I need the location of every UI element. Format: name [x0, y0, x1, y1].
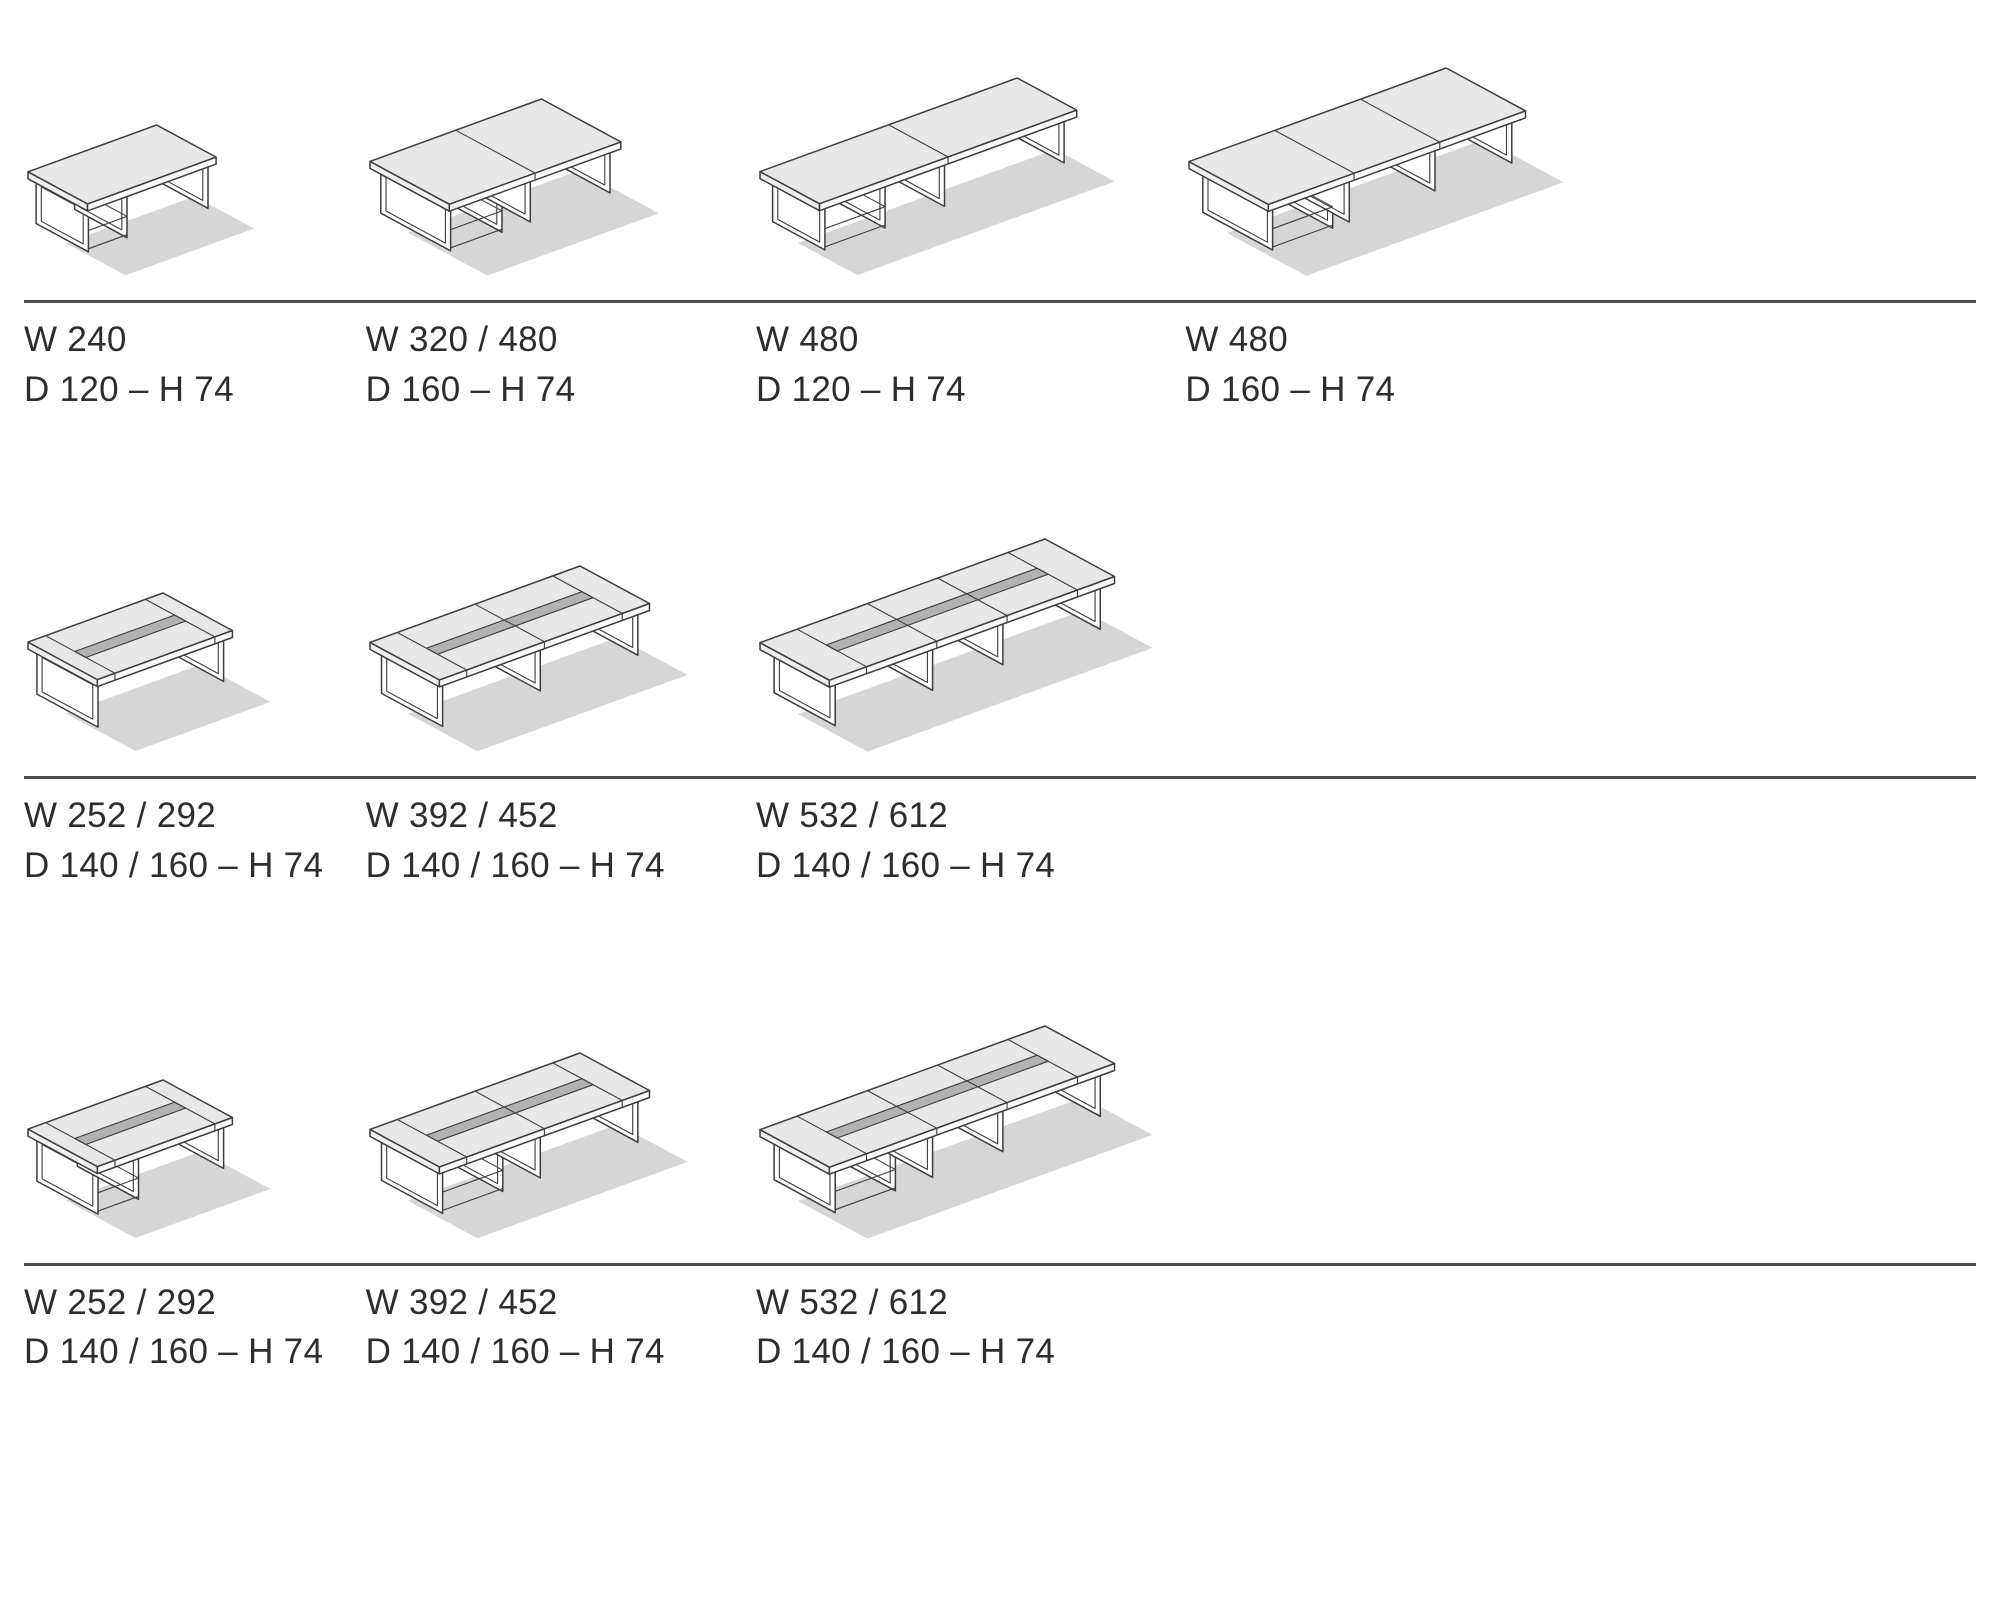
- table-isometric-drawing: [759, 538, 1153, 752]
- dimension-width: W 480: [755, 320, 859, 359]
- dimension-width: W 240: [24, 320, 127, 359]
- dimension-label: W 532 / 612 D 140 / 160 – H 74: [756, 1278, 1976, 1377]
- dimension-depth-height: D 160 – H 74: [365, 369, 576, 409]
- dimension-label: W 320 / 480 D 160 – H 74: [366, 315, 756, 414]
- product-cell: [756, 1021, 1976, 1247]
- table-isometric-drawing: [27, 124, 255, 276]
- divider-rule: [24, 1262, 1976, 1266]
- dimension-depth-height: D 120 – H 74: [755, 369, 966, 409]
- dimension-width: W 392 / 452: [365, 796, 558, 836]
- dimension-label: W 532 / 612 D 140 / 160 – H 74: [756, 791, 1976, 890]
- dimension-depth-height: D 160 – H 74: [1185, 369, 1396, 409]
- row-1-labels: W 240 D 120 – H 74 W 320 / 480 D 160 – H…: [24, 303, 1976, 414]
- row-2-figures: [24, 468, 1976, 776]
- dimension-width: W 532 / 612: [755, 1282, 949, 1322]
- row-1-figures: [24, 8, 1976, 300]
- dimension-label: W 252 / 292 D 140 / 160 – H 74: [24, 1278, 366, 1377]
- product-cell: [756, 73, 1185, 284]
- dimension-depth-height: D 140 / 160 – H 74: [365, 1332, 665, 1372]
- dimension-width: W 392 / 452: [365, 1282, 558, 1322]
- table-isometric-drawing: [27, 1079, 271, 1238]
- dimension-depth-height: D 140 / 160 – H 74: [24, 1332, 324, 1372]
- table-isometric-drawing: [1188, 67, 1564, 276]
- dimension-depth-height: D 140 / 160 – H 74: [365, 846, 665, 886]
- product-cell: [24, 1075, 366, 1247]
- product-row-1: W 240 D 120 – H 74 W 320 / 480 D 160 – H…: [24, 8, 1976, 414]
- spec-sheet: W 240 D 120 – H 74 W 320 / 480 D 160 – H…: [24, 8, 1976, 1377]
- dimension-label: W 392 / 452 D 140 / 160 – H 74: [366, 1278, 756, 1377]
- dimension-label: W 252 / 292 D 140 / 160 – H 74: [24, 791, 366, 890]
- dimension-label: W 392 / 452 D 140 / 160 – H 74: [366, 791, 756, 890]
- dimension-width: W 532 / 612: [755, 796, 949, 836]
- dimension-depth-height: D 140 / 160 – H 74: [24, 846, 324, 886]
- table-isometric-drawing: [368, 1052, 688, 1239]
- table-isometric-drawing: [368, 98, 659, 276]
- dimension-width: W 252 / 292: [24, 1282, 217, 1322]
- product-cell: [366, 94, 756, 284]
- product-cell: [366, 1048, 756, 1247]
- product-row-2: W 252 / 292 D 140 / 160 – H 74 W 392 / 4…: [24, 468, 1976, 890]
- product-cell: [756, 534, 1976, 760]
- table-isometric-drawing: [368, 565, 688, 752]
- dimension-label: W 480 D 120 – H 74: [756, 315, 1185, 414]
- table-isometric-drawing: [759, 77, 1115, 276]
- product-cell: [24, 588, 366, 760]
- row-2-labels: W 252 / 292 D 140 / 160 – H 74 W 392 / 4…: [24, 779, 1976, 890]
- table-isometric-drawing: [759, 1025, 1153, 1239]
- dimension-label: W 480 D 160 – H 74: [1185, 315, 1976, 414]
- product-row-3: W 252 / 292 D 140 / 160 – H 74 W 392 / 4…: [24, 945, 1976, 1377]
- dimension-depth-height: D 140 / 160 – H 74: [755, 846, 1056, 886]
- dimension-width: W 252 / 292: [24, 796, 217, 836]
- product-cell: [1185, 63, 1976, 284]
- table-isometric-drawing: [27, 592, 271, 752]
- row-3-figures: [24, 945, 1976, 1263]
- divider-rule: [24, 776, 1976, 780]
- row-3-labels: W 252 / 292 D 140 / 160 – H 74 W 392 / 4…: [24, 1266, 1976, 1377]
- product-cell: [366, 561, 756, 760]
- product-cell: [24, 120, 366, 284]
- divider-rule: [24, 300, 1976, 303]
- dimension-width: W 320 / 480: [365, 320, 558, 359]
- dimension-width: W 480: [1185, 320, 1289, 359]
- dimension-depth-height: D 140 / 160 – H 74: [755, 1332, 1056, 1372]
- dimension-label: W 240 D 120 – H 74: [24, 315, 366, 414]
- dimension-depth-height: D 120 – H 74: [24, 369, 234, 409]
